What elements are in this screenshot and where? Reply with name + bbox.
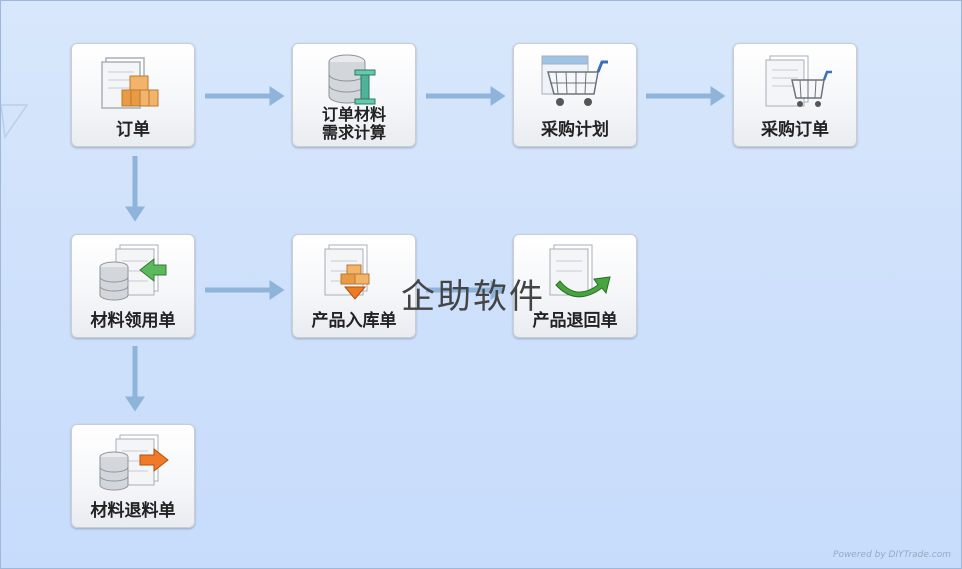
database-arrow-in-icon bbox=[94, 241, 174, 305]
purchase-order-label: 采购订单 bbox=[761, 120, 829, 140]
material-calc-label-line2: 需求计算 bbox=[321, 123, 386, 142]
material-return-node[interactable]: 材料退料单 bbox=[71, 424, 195, 528]
material-calc-node[interactable]: 订单材料 需求计算 bbox=[292, 43, 416, 147]
document-return-arrow-icon bbox=[536, 241, 616, 305]
purchase-plan-label: 采购计划 bbox=[541, 120, 609, 140]
material-requisition-label: 材料领用单 bbox=[90, 311, 176, 331]
shopping-cart-icon bbox=[536, 50, 616, 114]
database-arrow-out-icon bbox=[94, 431, 174, 495]
product-warehousing-label: 产品入库单 bbox=[311, 311, 397, 331]
ghost-triangle-decoration bbox=[1, 104, 29, 140]
material-calc-label: 订单材料 需求计算 bbox=[293, 106, 415, 142]
document-box-down-icon bbox=[315, 241, 395, 305]
purchase-order-node[interactable]: 采购订单 bbox=[733, 43, 857, 147]
product-return-label: 产品退回单 bbox=[532, 311, 618, 331]
purchase-plan-node[interactable]: 采购计划 bbox=[513, 43, 637, 147]
material-requisition-node[interactable]: 材料领用单 bbox=[71, 234, 195, 338]
order-node[interactable]: 订单 bbox=[71, 43, 195, 147]
watermark-text: 企助软件 bbox=[401, 277, 545, 317]
powered-by-text: Powered by DIYTrade.com bbox=[833, 550, 951, 560]
order-label: 订单 bbox=[116, 120, 150, 140]
product-return-node[interactable]: 产品退回单 bbox=[513, 234, 637, 338]
database-beam-icon bbox=[315, 50, 395, 114]
product-warehousing-node[interactable]: 产品入库单 bbox=[292, 234, 416, 338]
material-calc-label-line1: 订单材料 bbox=[321, 105, 386, 124]
material-return-label: 材料退料单 bbox=[90, 501, 176, 521]
document-cart-icon bbox=[756, 50, 836, 114]
order-boxes-icon bbox=[94, 50, 174, 114]
